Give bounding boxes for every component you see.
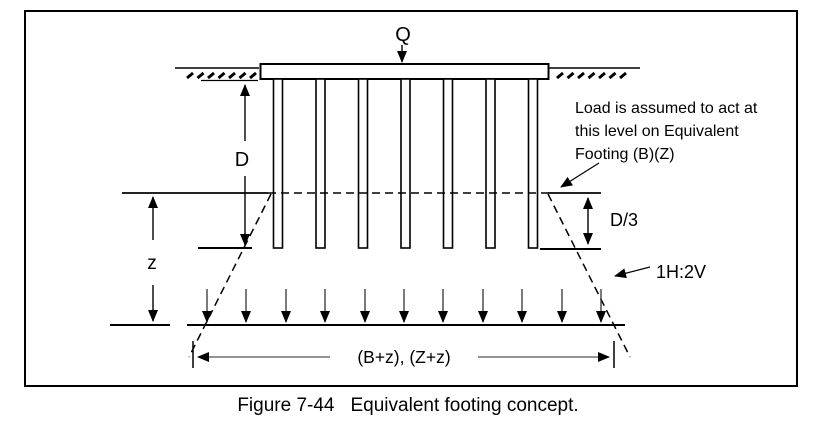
note-leader-arrow	[560, 162, 600, 188]
slope-line-left	[188, 193, 272, 358]
dimension-D3-label: D/3	[610, 210, 638, 230]
slope-label: 1H:2V	[656, 262, 706, 282]
figure-caption-number: Figure 7-44	[237, 395, 335, 416]
figure-caption: Figure 7-44 Equivalent footing concept.	[237, 395, 578, 416]
pile	[400, 78, 411, 249]
figure-caption-title: Equivalent footing concept.	[351, 395, 579, 416]
pile	[527, 78, 539, 249]
dimension-z-label: z	[147, 253, 157, 274]
dimension-width-label: (B+z), (Z+z)	[357, 347, 450, 367]
load-label: Q	[395, 24, 411, 46]
dimension-width: (B+z), (Z+z)	[192, 341, 615, 368]
dimension-z: z	[110, 196, 170, 326]
equivalent-footing-note: Load is assumed to act at this level on …	[560, 100, 758, 188]
dimension-D-label: D	[235, 149, 249, 171]
pile	[485, 78, 496, 249]
load-arrow: Q	[395, 24, 411, 63]
note-line-2: this level on Equivalent	[575, 123, 739, 140]
slope-leader-arrow	[614, 266, 651, 279]
pile-group	[272, 78, 539, 249]
pile	[442, 78, 454, 249]
pile	[272, 78, 284, 249]
note-line-1: Load is assumed to act at	[575, 100, 758, 117]
ground-surface-left	[175, 67, 259, 82]
pile-cap	[259, 63, 550, 80]
pile	[357, 78, 369, 249]
pile	[315, 78, 326, 249]
slope-line-right	[547, 193, 631, 358]
ground-hatch-left-icon	[186, 71, 257, 80]
slope-callout: 1H:2V	[614, 262, 706, 282]
dimension-D: D	[235, 84, 250, 246]
note-line-3: Footing (B)(Z)	[575, 146, 675, 163]
distributed-load-arrows	[202, 289, 606, 323]
ground-hatch-right-icon	[556, 71, 627, 80]
dimension-D3: D/3	[583, 197, 638, 245]
ground-surface-right	[549, 67, 640, 80]
